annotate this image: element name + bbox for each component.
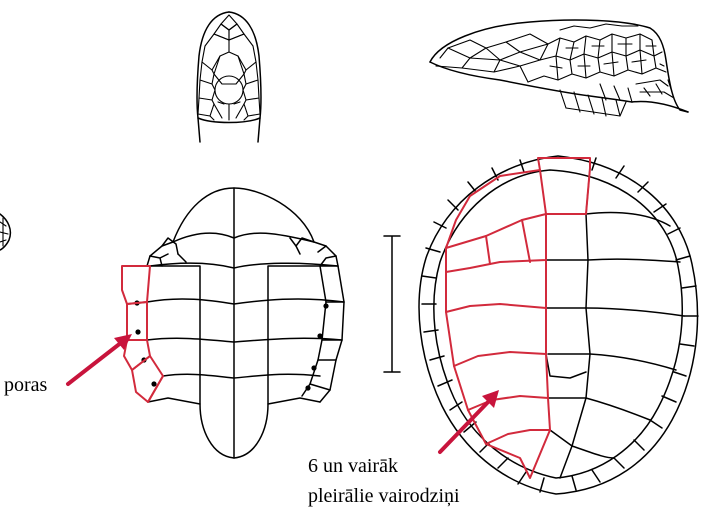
head-dorsal-view xyxy=(197,12,261,142)
plastron-inframarginal-scutes-highlight xyxy=(122,266,163,402)
cropped-flipper-fragment xyxy=(0,214,10,250)
head-side-view xyxy=(430,20,688,116)
scutes-label-line-1: 6 un vairāk xyxy=(308,456,398,476)
pores-label: poras xyxy=(4,375,47,395)
carapace-dorsal-shell xyxy=(419,156,698,494)
scale-bar xyxy=(384,236,400,372)
scutes-label-line-2: pleirālie vairodziņi xyxy=(308,486,460,506)
pores-arrow xyxy=(68,334,132,384)
carapace-pleural-scutes-highlight xyxy=(446,158,590,478)
plastron-ventral-shell xyxy=(134,188,344,458)
